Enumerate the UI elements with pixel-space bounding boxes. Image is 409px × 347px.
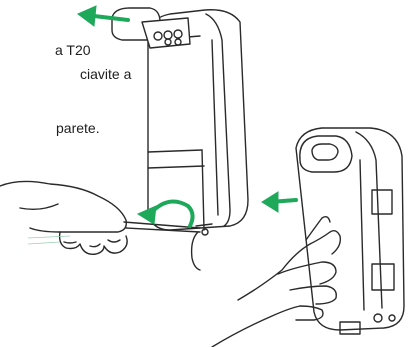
cable (192, 232, 200, 270)
push-arrow-icon (262, 192, 296, 212)
wall-guide-lines (28, 236, 70, 244)
